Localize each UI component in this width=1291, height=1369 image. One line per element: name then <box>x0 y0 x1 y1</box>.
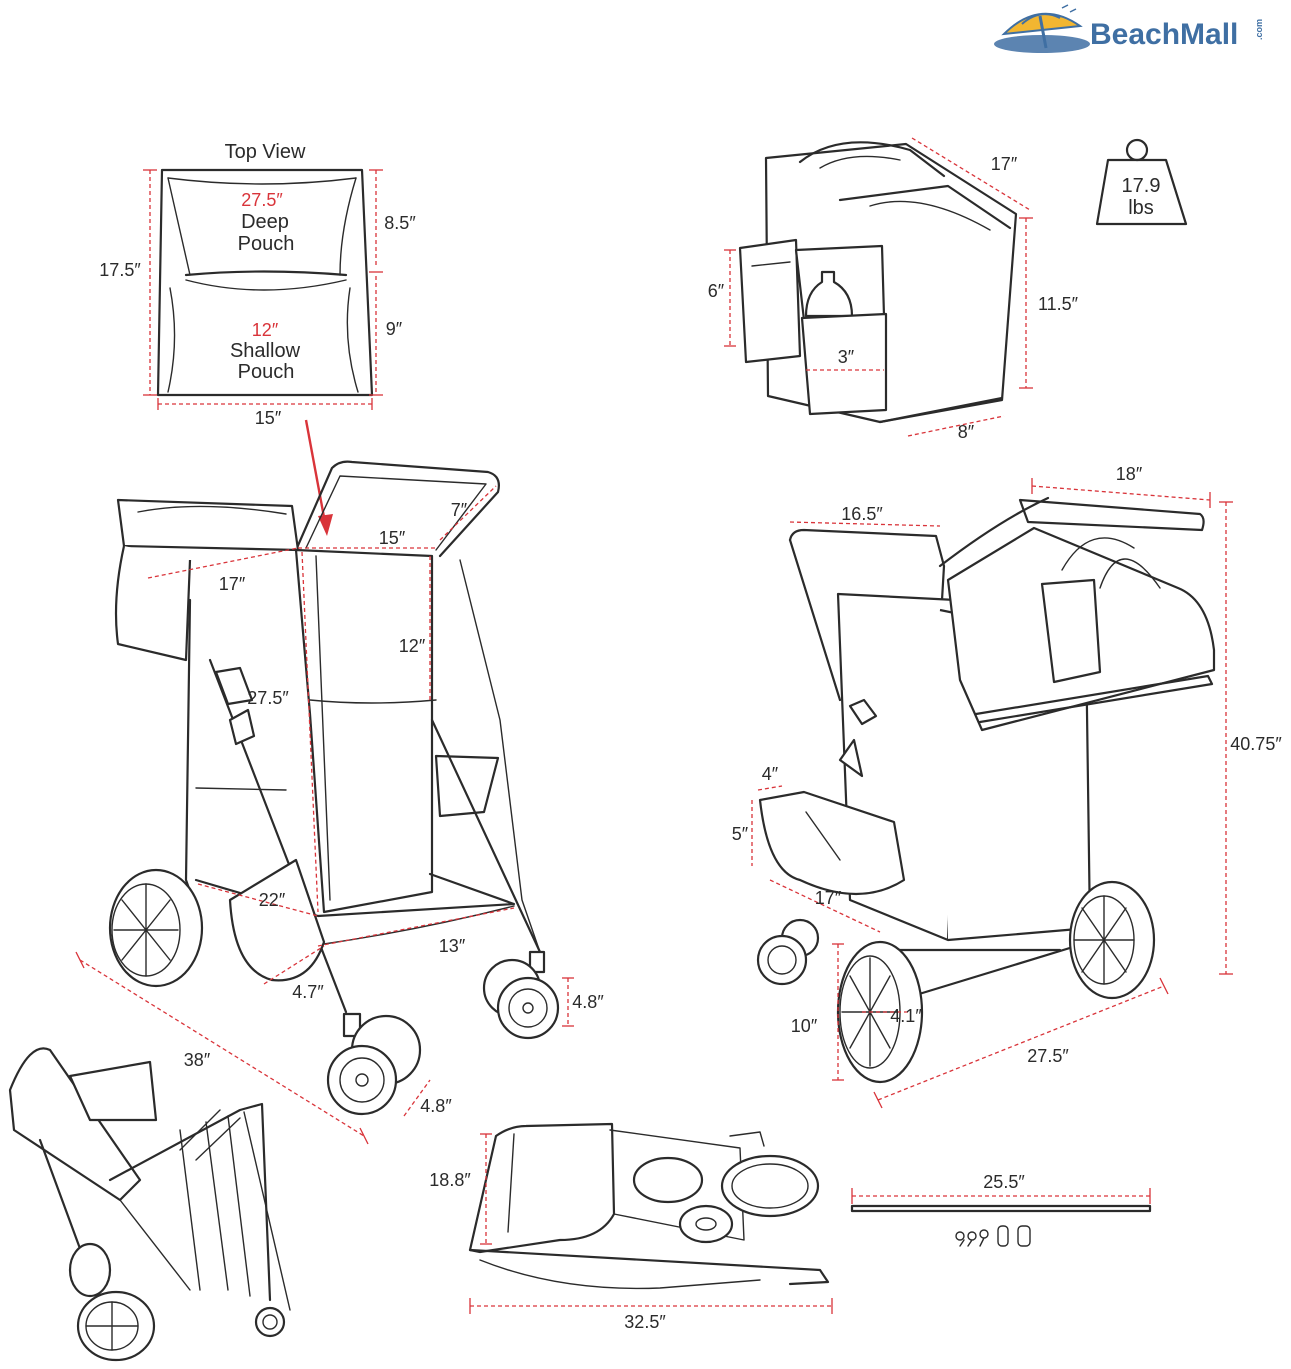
folded-height: 18.8″ <box>429 1170 471 1190</box>
top-view-deep-depth: 8.5″ <box>384 213 416 233</box>
top-view-diagram: Top View 27.5″ Deep Pouch 12″ Shallow Po… <box>99 141 416 428</box>
deep-pouch-label-line1: Deep <box>241 211 289 233</box>
beach-umbrella-logo-icon <box>994 4 1090 53</box>
shallow-pouch-width: 12″ <box>252 320 279 340</box>
folded-wheel-small <box>678 1204 734 1244</box>
shallow-pouch-label-line2: Pouch <box>238 361 295 383</box>
top-view-title: Top View <box>225 141 306 163</box>
side-cart-basket-width: 17″ <box>815 888 842 908</box>
front-left-wheel <box>326 1012 422 1116</box>
folding-cart-drawing <box>8 1047 291 1362</box>
side-cart-seat-width: 16.5″ <box>841 504 883 524</box>
cooler-bag-drawing <box>738 141 1018 424</box>
rear-left-wheel <box>108 868 204 988</box>
cart-pouch-split: 12″ <box>399 636 426 656</box>
accessory-dimension-line <box>851 1188 1151 1204</box>
folding-cart-front-wheel <box>254 1306 286 1338</box>
side-cart-wheel-width: 4.1″ <box>890 1006 922 1026</box>
side-cart-far-wheel <box>1068 880 1156 1000</box>
deep-pouch-label-line2: Pouch <box>238 233 295 255</box>
cooler-depth: 8″ <box>958 422 975 442</box>
side-cart-height: 40.75″ <box>1230 734 1282 754</box>
cart-rear-wheel-width: 4.8″ <box>420 1096 452 1116</box>
cart-top-length: 17″ <box>219 574 246 594</box>
weight-value: 17.9 <box>1122 175 1161 197</box>
cooler-pocket-height: 6″ <box>708 281 725 301</box>
folding-cart-rear-wheel <box>76 1290 156 1362</box>
pole-length: 25.5″ <box>983 1172 1025 1192</box>
cart-bottom-depth: 13″ <box>439 936 466 956</box>
weight-unit: lbs <box>1128 197 1154 219</box>
side-cart-basket-height: 5″ <box>732 824 749 844</box>
cart-top-width: 15″ <box>379 528 406 548</box>
cart-pouch-height: 27.5″ <box>247 688 289 708</box>
side-cart-drawing <box>756 496 1216 1084</box>
folded-wheel-large <box>720 1154 820 1218</box>
kettlebell-weight-icon <box>1095 138 1188 226</box>
pointer-arrow <box>304 419 333 536</box>
folded-cart-diagram: 18.8″ 32.5″ <box>429 1122 833 1332</box>
cart-bottom-width: 22″ <box>259 890 286 910</box>
front-right-wheel <box>482 950 560 1040</box>
side-cart-basket-depth: 4″ <box>762 764 779 784</box>
side-cart-diagram: 18″ 16.5″ 40.75″ 4″ 5″ 17″ 10″ 4.1″ 27.5… <box>732 464 1282 1109</box>
main-cart-drawing <box>108 460 560 1116</box>
cart-front-wheel: 4.8″ <box>572 992 604 1012</box>
cooler-height: 11.5″ <box>1038 294 1079 314</box>
brand-name: BeachMall <box>1090 18 1238 51</box>
main-cart-dimension-lines <box>75 485 574 1145</box>
cooler-bag-diagram: 17″ 11.5″ 8″ 6″ 3″ <box>708 137 1079 442</box>
cart-length: 38″ <box>184 1050 211 1070</box>
weight-badge: 17.9 lbs <box>1095 138 1188 226</box>
side-cart-handle-width: 18″ <box>1116 464 1143 484</box>
folding-cart-side-wheel <box>68 1242 112 1298</box>
cooler-dimension-lines <box>724 137 1033 437</box>
pole-drawing <box>850 1204 1152 1213</box>
folded-dimension-lines <box>469 1133 833 1314</box>
folded-cart-drawing <box>468 1122 830 1290</box>
shallow-pouch-label-line1: Shallow <box>230 340 301 362</box>
top-view-total-depth: 17.5″ <box>99 260 141 280</box>
cooler-width: 17″ <box>991 154 1018 174</box>
folded-wheel-medium <box>632 1156 704 1204</box>
deep-pouch-width: 27.5″ <box>241 190 283 210</box>
side-cart-wheel-diameter: 10″ <box>791 1016 818 1036</box>
main-cart-diagram: 7″ 15″ 17″ 12″ 27.5″ 22″ 13″ 4.7″ 4.8″ 4… <box>75 460 604 1145</box>
cooler-pocket-width: 3″ <box>838 347 855 367</box>
folded-length: 32.5″ <box>624 1312 666 1332</box>
top-view-width: 15″ <box>255 408 282 428</box>
top-view-shallow-depth: 9″ <box>386 319 403 339</box>
side-cart-wheelbase: 27.5″ <box>1027 1046 1069 1066</box>
hardware-parts-icon <box>955 1225 1031 1247</box>
accessory-pole-diagram: 25.5″ <box>850 1172 1152 1247</box>
side-cart-dimension-lines <box>751 478 1233 1109</box>
cart-top-depth: 7″ <box>451 500 468 520</box>
top-view-dimension-lines <box>143 169 383 410</box>
brand-suffix: .com <box>1254 19 1264 40</box>
side-cart-front-wheel <box>756 918 820 986</box>
cart-small-pouch: 4.7″ <box>292 982 324 1002</box>
brand-logo: BeachMall .com <box>994 4 1264 53</box>
